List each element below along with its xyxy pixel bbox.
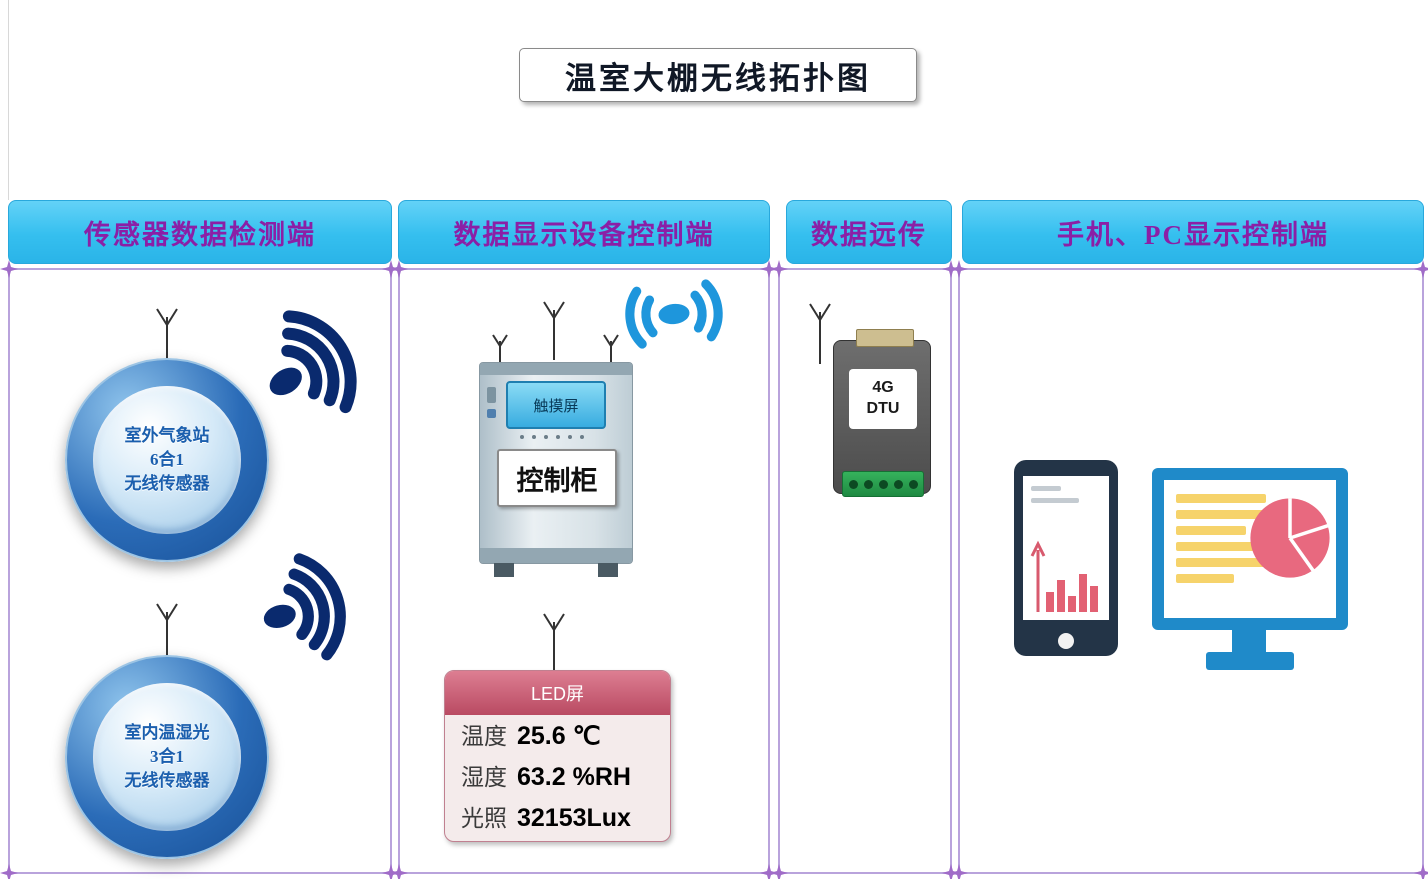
- corner-ornament-icon: [760, 864, 778, 879]
- led-reading-row: 湿度 63.2 %RH: [445, 756, 670, 797]
- outdoor-weather-sensor: 室外气象站 6合1 无线传感器: [65, 358, 269, 562]
- sensor-label: 无线传感器: [124, 770, 210, 790]
- serial-connector: [856, 329, 914, 347]
- column-header-remote-transfer: 数据远传: [786, 200, 952, 264]
- antenna-icon: [807, 302, 833, 364]
- sensor-face: 室内温湿光 3合1 无线传感器: [93, 683, 241, 831]
- column-header-phone-pc: 手机、PC显示控制端: [962, 200, 1424, 264]
- reading-label: 温度: [461, 724, 507, 749]
- reading-label: 光照: [461, 806, 507, 831]
- touch-screen-label: 触摸屏: [533, 398, 579, 415]
- antenna-icon: [541, 612, 567, 670]
- touch-screen: 触摸屏: [506, 381, 606, 429]
- bar-chart-icon: [1029, 540, 1101, 616]
- pie-chart-icon: [1246, 494, 1334, 582]
- reading-label: 湿度: [461, 765, 507, 790]
- wifi-signal-icon: [234, 533, 398, 679]
- column-header-label: 数据显示设备控制端: [453, 219, 715, 250]
- dtu-nameplate: 4G DTU: [849, 369, 917, 429]
- column-header-sensor-detection: 传感器数据检测端: [8, 200, 392, 264]
- cabinet-top-strip: [480, 363, 632, 375]
- corner-ornament-icon: [0, 864, 18, 879]
- corner-ornament-icon: [1414, 864, 1428, 879]
- home-button: [1058, 633, 1074, 649]
- control-cabinet: 触摸屏 控制柜: [479, 362, 633, 577]
- dtu-label-line: 4G: [872, 379, 894, 397]
- cabinet-label: 控制柜: [516, 465, 598, 496]
- led-display: LED屏 温度 25.6 ℃ 湿度 63.2 %RH 光照 32153Lux: [444, 670, 671, 842]
- cabinet-vent: [487, 387, 496, 403]
- smartphone-icon: [1014, 460, 1118, 656]
- column-header-label: 传感器数据检测端: [84, 219, 316, 250]
- led-display-title: LED屏: [530, 684, 584, 704]
- sensor-label: 6合1: [150, 450, 184, 470]
- wireless-broadcast-icon: [597, 274, 751, 353]
- cabinet-foot: [494, 563, 514, 577]
- indoor-thl-sensor: 室内温湿光 3合1 无线传感器: [65, 655, 269, 859]
- phone-screen: [1023, 476, 1109, 620]
- monitor-icon: [1152, 468, 1348, 630]
- wifi-signal-icon: [232, 274, 408, 446]
- reading-value: 63.2 %RH: [517, 763, 631, 791]
- column-header-label: 手机、PC显示控制端: [1057, 219, 1329, 250]
- diagram-title-box: 温室大棚无线拓扑图: [519, 48, 917, 102]
- panel-remote-transfer: 4G DTU: [770, 260, 960, 879]
- sensor-label: 无线传感器: [124, 473, 210, 493]
- panel-display-control: 触摸屏 控制柜 LED屏 温度 25.6 ℃ 湿度: [390, 260, 778, 879]
- text-line: [1031, 498, 1079, 503]
- panel-phone-pc: [950, 260, 1428, 879]
- column-header-label: 数据远传: [811, 219, 927, 250]
- sensor-face: 室外气象站 6合1 无线传感器: [93, 386, 241, 534]
- sensor-label: 3合1: [150, 747, 184, 767]
- cabinet-foot: [598, 563, 618, 577]
- reading-value: 25.6 ℃: [517, 722, 601, 750]
- sensor-label: 室外气象站: [124, 426, 210, 446]
- monitor-stand-neck: [1232, 630, 1266, 654]
- reading-value: 32153Lux: [517, 804, 631, 832]
- dtu-device: 4G DTU: [833, 329, 931, 497]
- antenna-icon: [154, 307, 180, 361]
- cabinet-indicator: [487, 409, 496, 418]
- panel-sensor-detection: 室外气象站 6合1 无线传感器 室内温湿光 3合1 无线传感器: [0, 260, 400, 879]
- text-line: [1031, 486, 1061, 491]
- cabinet-bottom-strip: [480, 548, 632, 563]
- led-display-header: LED屏: [445, 671, 670, 715]
- cabinet-nameplate: 控制柜: [497, 449, 617, 507]
- antenna-icon: [541, 300, 567, 360]
- corner-ornament-icon: [770, 260, 788, 278]
- corner-ornament-icon: [770, 864, 788, 879]
- monitor-stand-base: [1206, 652, 1294, 670]
- text-lines: [1176, 494, 1266, 583]
- terminal-block: [842, 471, 924, 497]
- sensor-label: 室内温湿光: [124, 723, 210, 743]
- led-reading-row: 温度 25.6 ℃: [445, 715, 670, 756]
- monitor-screen: [1164, 480, 1336, 618]
- cabinet-buttons: [520, 435, 584, 439]
- page-edge-line: [8, 0, 9, 200]
- antenna-icon: [154, 602, 180, 656]
- column-header-display-control: 数据显示设备控制端: [398, 200, 770, 264]
- led-reading-row: 光照 32153Lux: [445, 797, 670, 838]
- dtu-label-line: DTU: [866, 400, 900, 417]
- diagram-title: 温室大棚无线拓扑图: [565, 60, 871, 96]
